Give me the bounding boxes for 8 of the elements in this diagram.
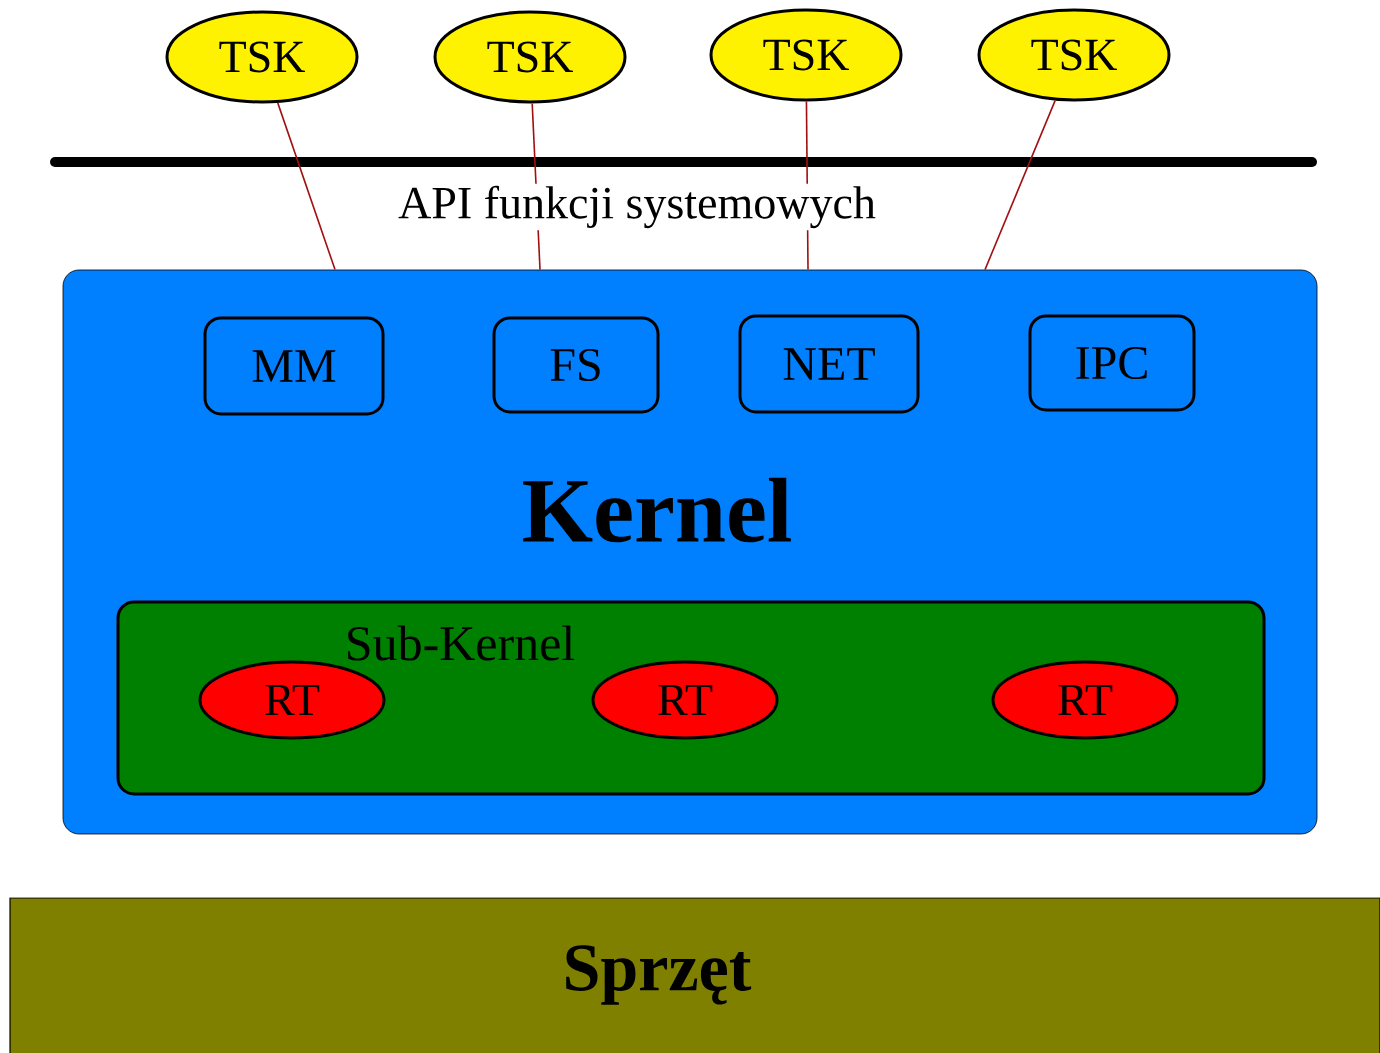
module-box: NET	[738, 314, 920, 414]
module-box: MM	[203, 316, 385, 416]
connector-line	[984, 99, 1056, 271]
module-box: FS	[492, 316, 660, 414]
hardware-band: Sprzęt	[9, 897, 1380, 1053]
module-box: IPC	[1028, 314, 1196, 412]
connector-line	[276, 102, 336, 271]
api-label: API funkcji systemowych	[396, 183, 878, 231]
